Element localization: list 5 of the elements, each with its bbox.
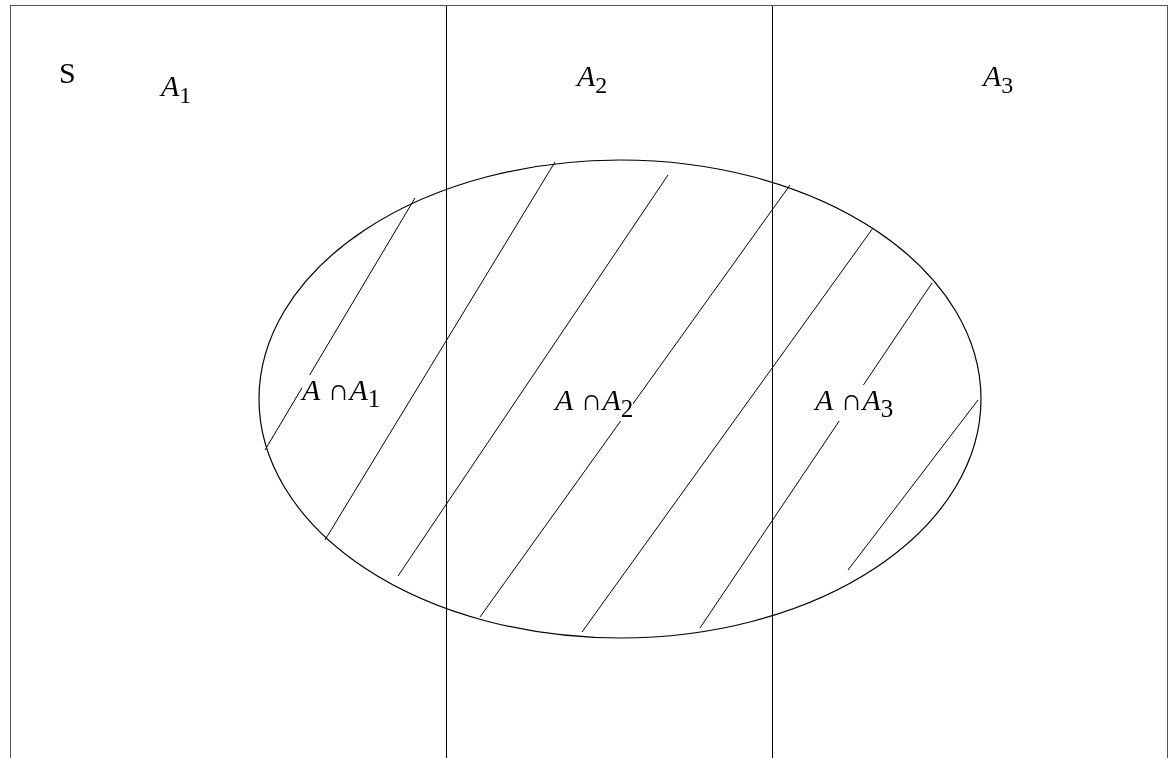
set-label: A$_{2}$ [577,61,608,97]
intersection-label: A ∩A$_{3}$ [815,385,894,421]
set-label: A$_{3}$ [983,61,1014,97]
set-label: S [59,58,76,88]
set-label: A$_{1}$ [161,71,192,107]
